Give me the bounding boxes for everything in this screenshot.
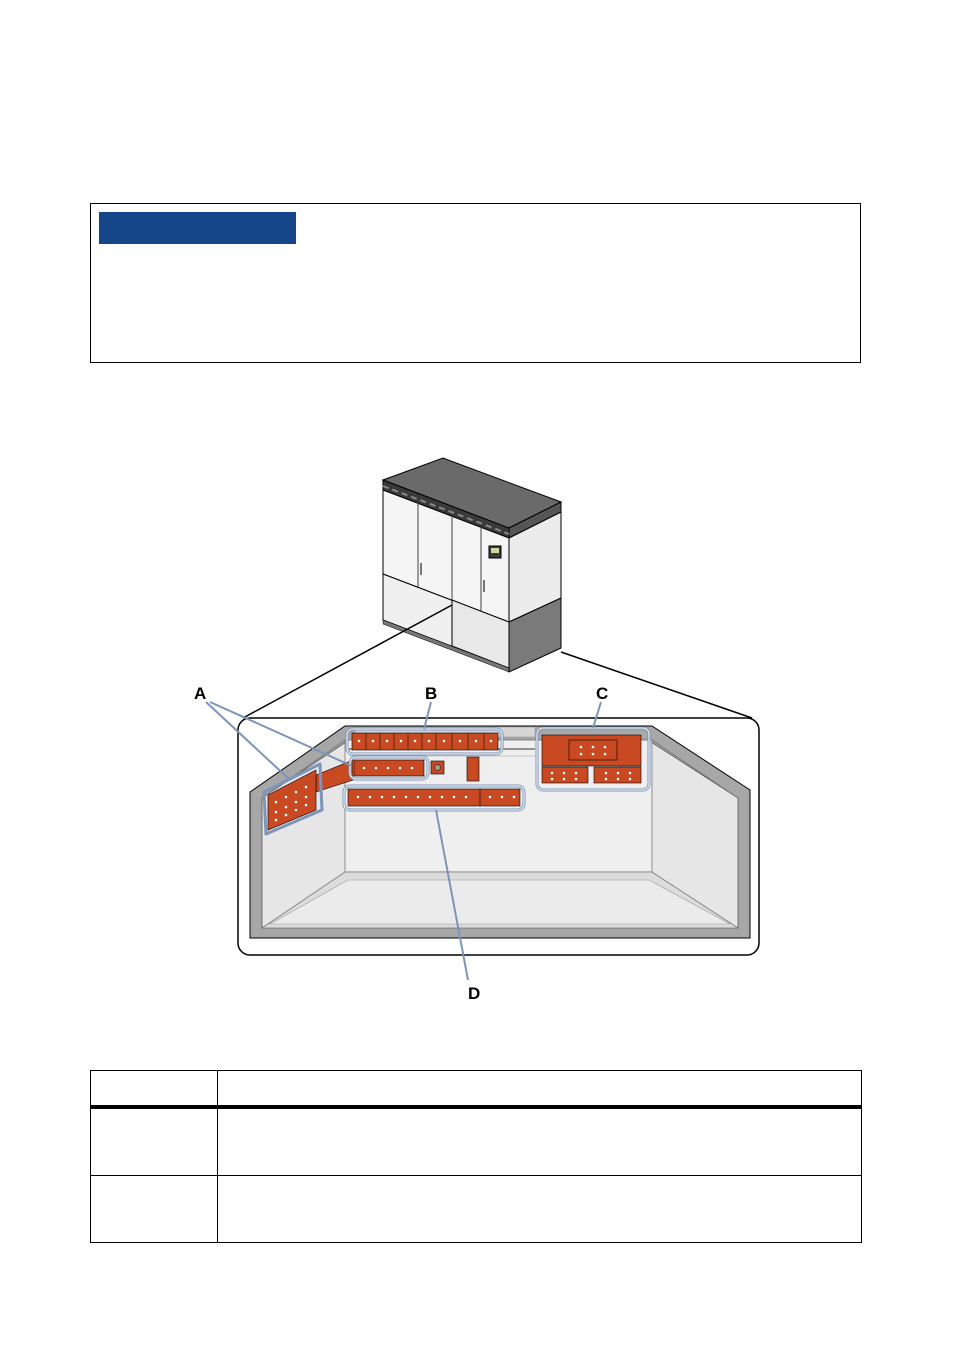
notice-label	[99, 212, 296, 244]
connection-area-figure: A B C D	[194, 457, 760, 1003]
legend-position-cell	[90, 1175, 218, 1243]
legend-description-cell	[217, 1175, 862, 1243]
callout-a: A	[194, 684, 206, 703]
busbar-group-b	[351, 732, 499, 751]
callout-d: D	[468, 984, 480, 1003]
callout-b: B	[425, 684, 437, 703]
notice-box	[90, 203, 861, 363]
legend-description-cell	[217, 1106, 862, 1176]
table-row	[90, 1106, 862, 1176]
legend-table	[90, 1070, 862, 1243]
busbar-group-d	[347, 788, 521, 807]
inverter-cabinet-illustration	[381, 457, 563, 673]
table-row	[90, 1175, 862, 1243]
callout-c: C	[596, 684, 608, 703]
legend-header-row	[90, 1070, 862, 1109]
legend-header-description	[217, 1070, 862, 1109]
legend-position-cell	[90, 1106, 218, 1176]
legend-header-position	[90, 1070, 218, 1109]
detail-view	[237, 717, 760, 956]
busbar-group-c	[541, 734, 642, 784]
